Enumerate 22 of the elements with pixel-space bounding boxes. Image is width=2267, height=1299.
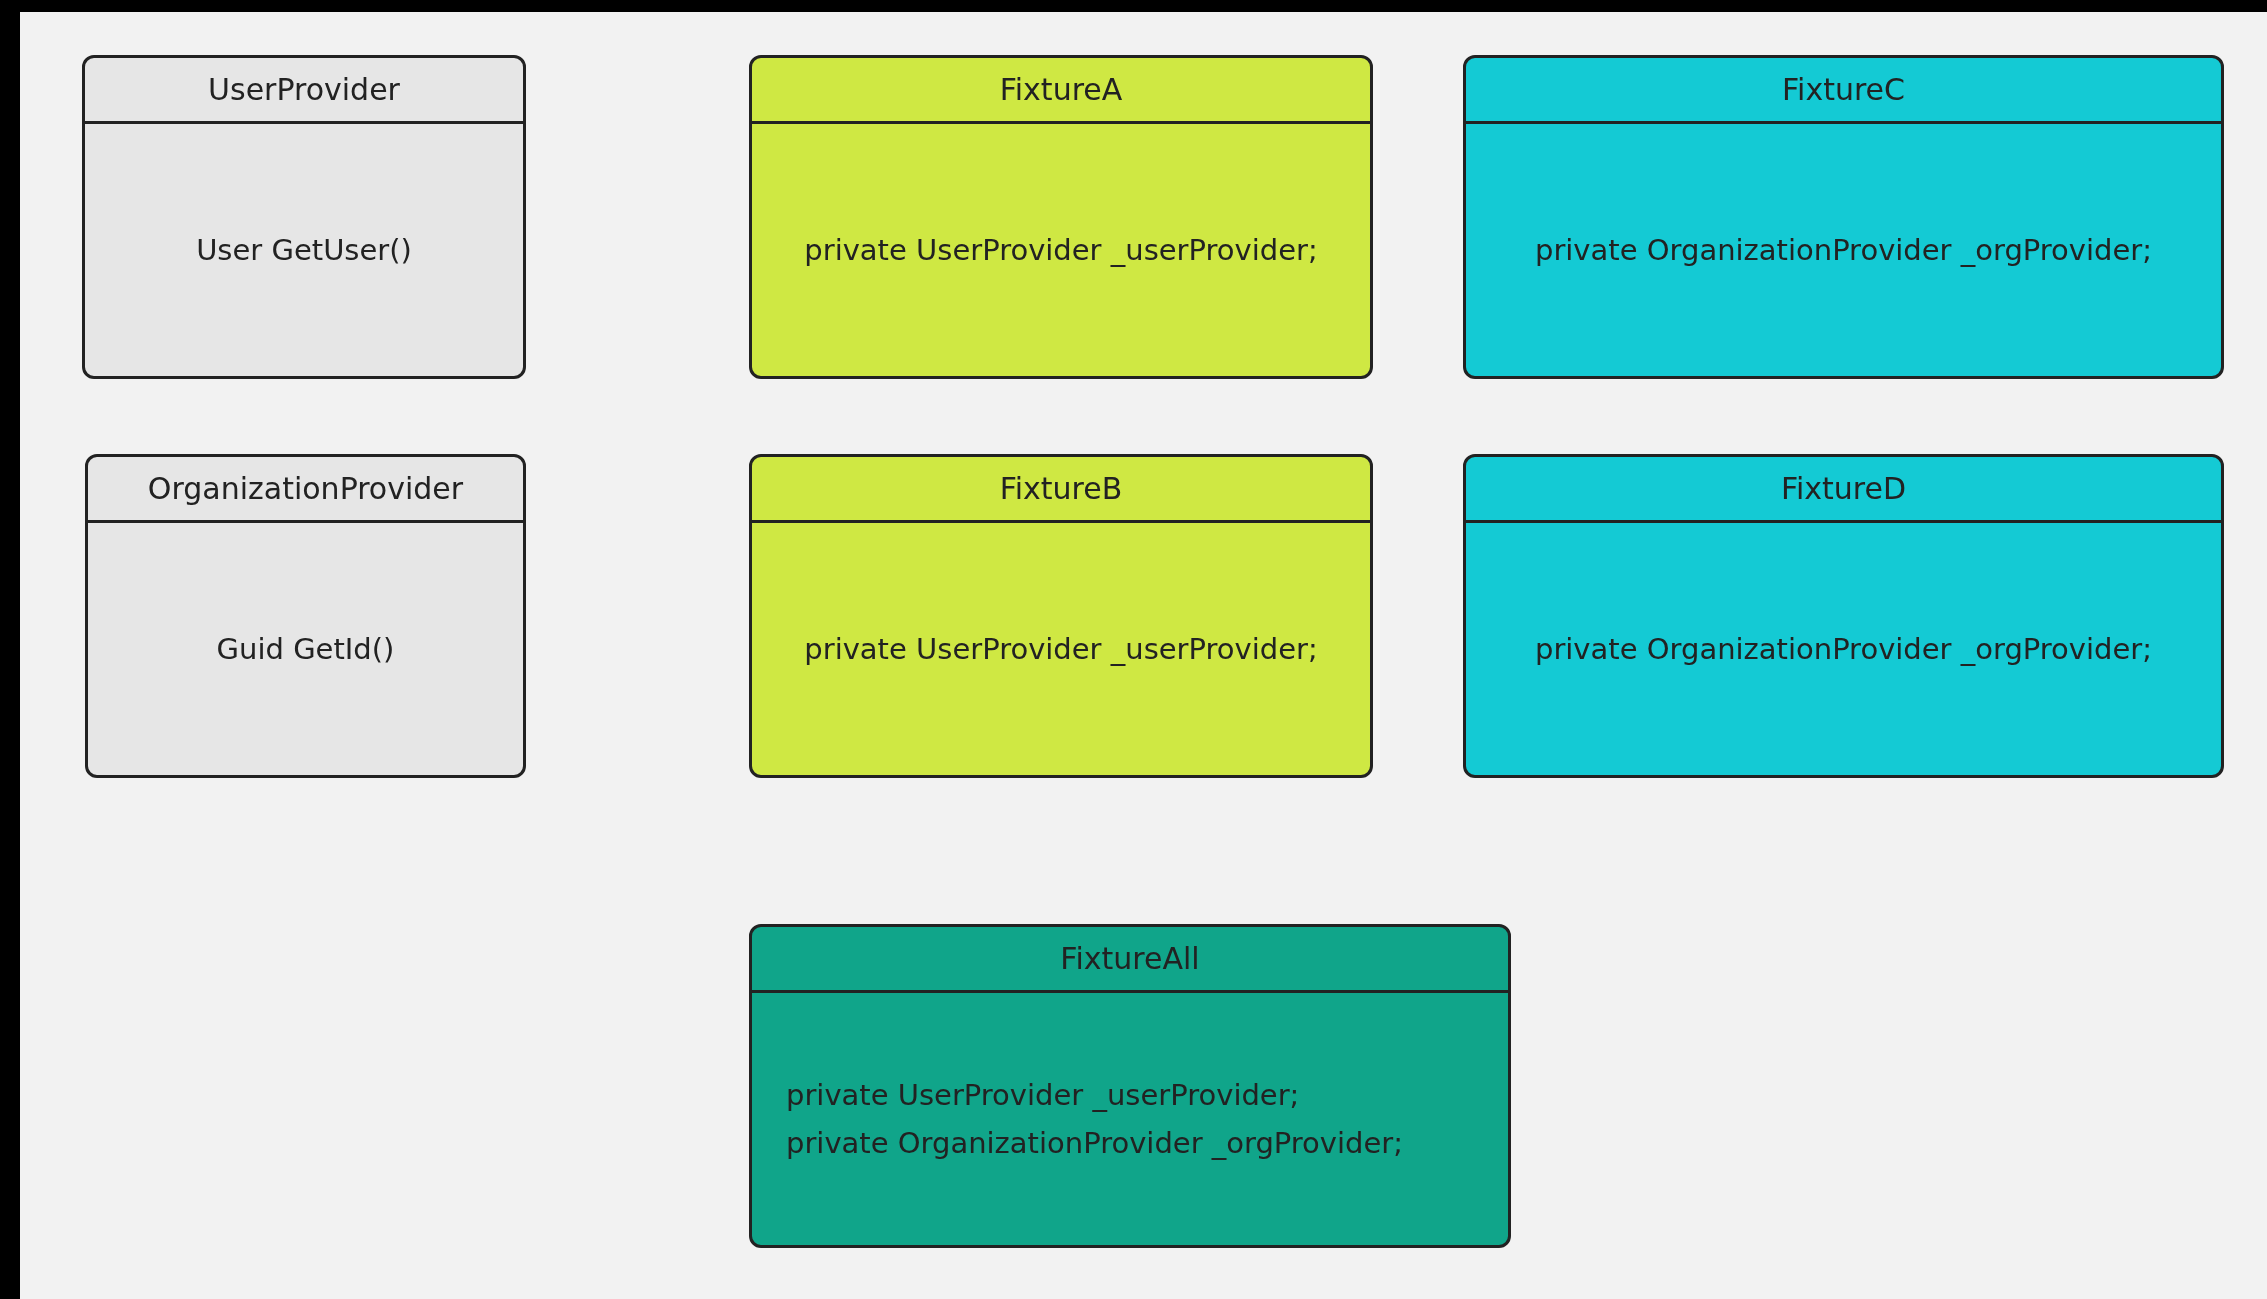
class-name: FixtureAll [1060, 941, 1200, 976]
class-box [749, 924, 1511, 1248]
class-box [749, 454, 1373, 778]
class-name: FixtureA [999, 72, 1123, 107]
class-name: FixtureC [1782, 72, 1905, 107]
class-name: UserProvider [208, 72, 400, 107]
class-box [749, 55, 1373, 379]
class-box [82, 55, 526, 379]
class-name: FixtureB [999, 471, 1123, 506]
class-member: private UserProvider _userProvider; [786, 1077, 1300, 1114]
class-member: Guid GetId() [216, 631, 395, 668]
class-member: private OrganizationProvider _orgProvider; [1535, 232, 2152, 269]
class-name: OrganizationProvider [147, 471, 464, 506]
class-member: private UserProvider _userProvider; [804, 631, 1318, 668]
class-member: private OrganizationProvider _orgProvider; [1535, 631, 2152, 668]
class-member: private OrganizationProvider _orgProvider; [786, 1125, 1403, 1162]
class-member: User GetUser() [196, 232, 412, 269]
class-box [85, 454, 526, 778]
class-name: FixtureD [1780, 471, 1907, 506]
class-box [1463, 55, 2224, 379]
class-member: private UserProvider _userProvider; [804, 232, 1318, 269]
class-box [1463, 454, 2224, 778]
